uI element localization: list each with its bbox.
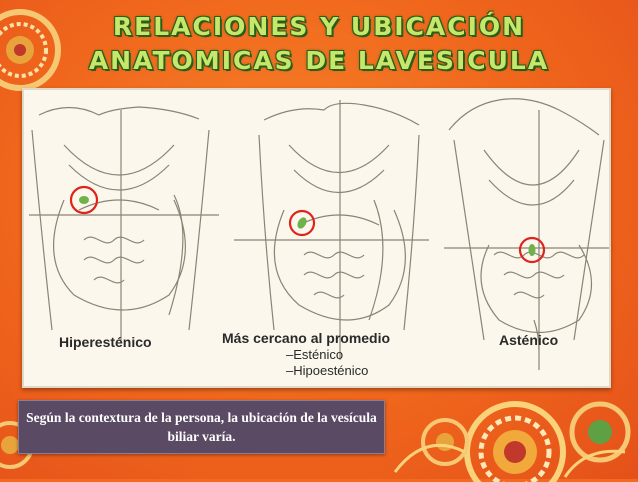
gallbladder-marker-3 xyxy=(518,236,546,264)
slide-title: RELACIONES Y UBICACIÓN ANATOMICAS DE LAV… xyxy=(0,10,638,78)
gallbladder-marker-2 xyxy=(288,209,316,237)
flower-decoration-bottom-right xyxy=(393,401,631,482)
label-promedio: Más cercano al promedio xyxy=(222,330,391,346)
torso-hiperestenico xyxy=(29,106,219,340)
label-estenico: –Esténico xyxy=(286,347,344,362)
label-hipoestenico: –Hipoesténico xyxy=(286,363,369,378)
torso-promedio xyxy=(234,100,429,360)
title-line-2: ANATOMICAS DE LAVESICULA xyxy=(88,46,550,75)
body-types-figure: Hiperesténico Más cercano al promedio –E… xyxy=(22,88,611,388)
label-hiperestenico: Hiperesténico xyxy=(59,334,152,350)
label-astenico: Asténico xyxy=(499,332,559,348)
caption-box: Según la contextura de la persona, la ub… xyxy=(18,400,385,454)
torso-astenico xyxy=(444,98,609,370)
title-line-1: RELACIONES Y UBICACIÓN xyxy=(112,12,526,41)
gallbladder-marker-1 xyxy=(69,185,99,215)
torso-illustrations xyxy=(29,98,609,370)
